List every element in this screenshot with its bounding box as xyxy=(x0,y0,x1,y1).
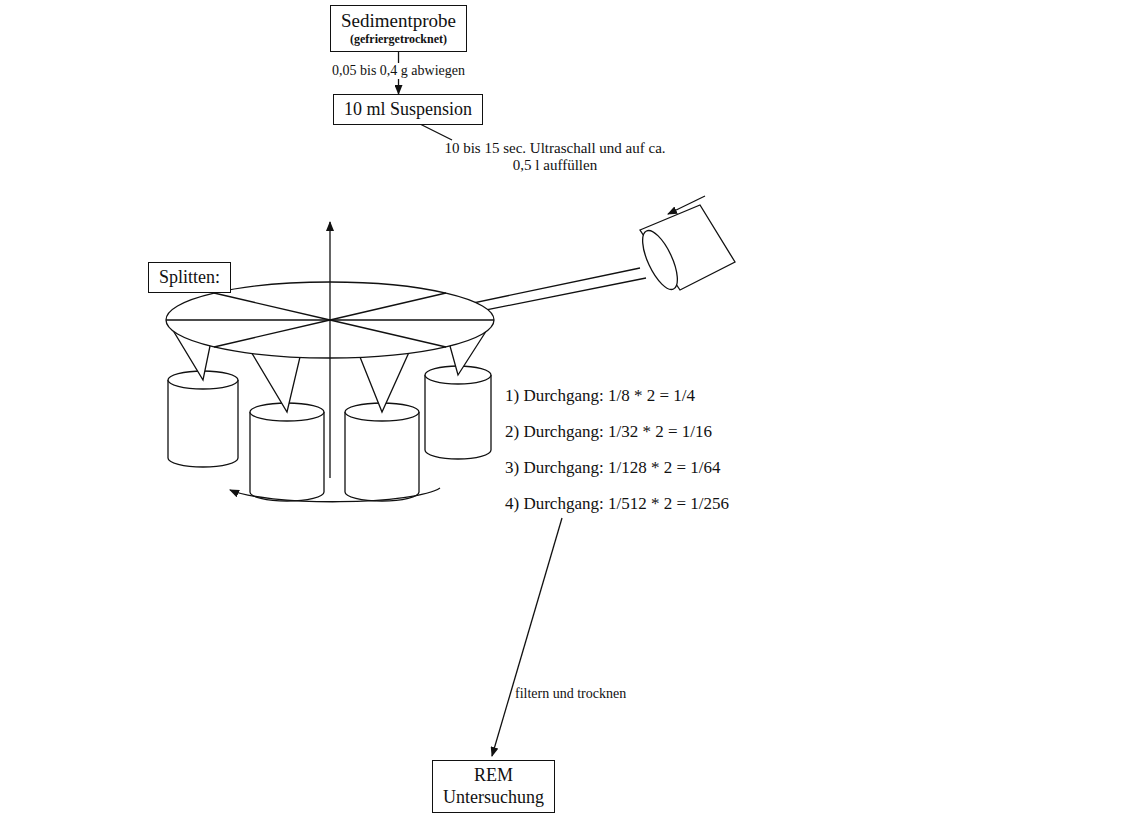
process-box: Sedimentprobe(gefriergetrocknet) xyxy=(330,5,467,52)
box-text: Sedimentprobe xyxy=(341,10,456,32)
axis xyxy=(329,222,330,478)
note-label: 10 bis 15 sec. Ultraschall und auf ca. 0… xyxy=(440,140,670,174)
note-label: 1) Durchgang: 1/8 * 2 = 1/4 xyxy=(505,386,695,406)
process-box: Splitten: xyxy=(148,262,231,293)
beaker xyxy=(636,205,735,294)
process-box: 10 ml Suspension xyxy=(333,94,483,125)
note-label: 3) Durchgang: 1/128 * 2 = 1/64 xyxy=(505,458,720,478)
note-label: 2) Durchgang: 1/32 * 2 = 1/16 xyxy=(505,422,712,442)
cups xyxy=(168,366,491,501)
note-label: filtern und trocknen xyxy=(515,686,626,702)
box-text: (gefriergetrocknet) xyxy=(341,32,456,47)
splitter-spokes xyxy=(166,282,494,358)
box-text: 10 ml Suspension xyxy=(344,99,472,120)
note-label: 4) Durchgang: 1/512 * 2 = 1/256 xyxy=(505,494,729,514)
splitter-disk xyxy=(166,282,494,358)
filter-arrow xyxy=(492,518,562,756)
leader-line xyxy=(420,124,452,140)
box-text: REM Untersuchung xyxy=(443,765,544,808)
process-box: REM Untersuchung xyxy=(432,760,555,813)
edge-label: 0,05 bis 0,4 g abwiegen xyxy=(330,63,467,79)
rotation-arrow xyxy=(230,488,440,502)
box-text: Splitten: xyxy=(159,267,220,288)
